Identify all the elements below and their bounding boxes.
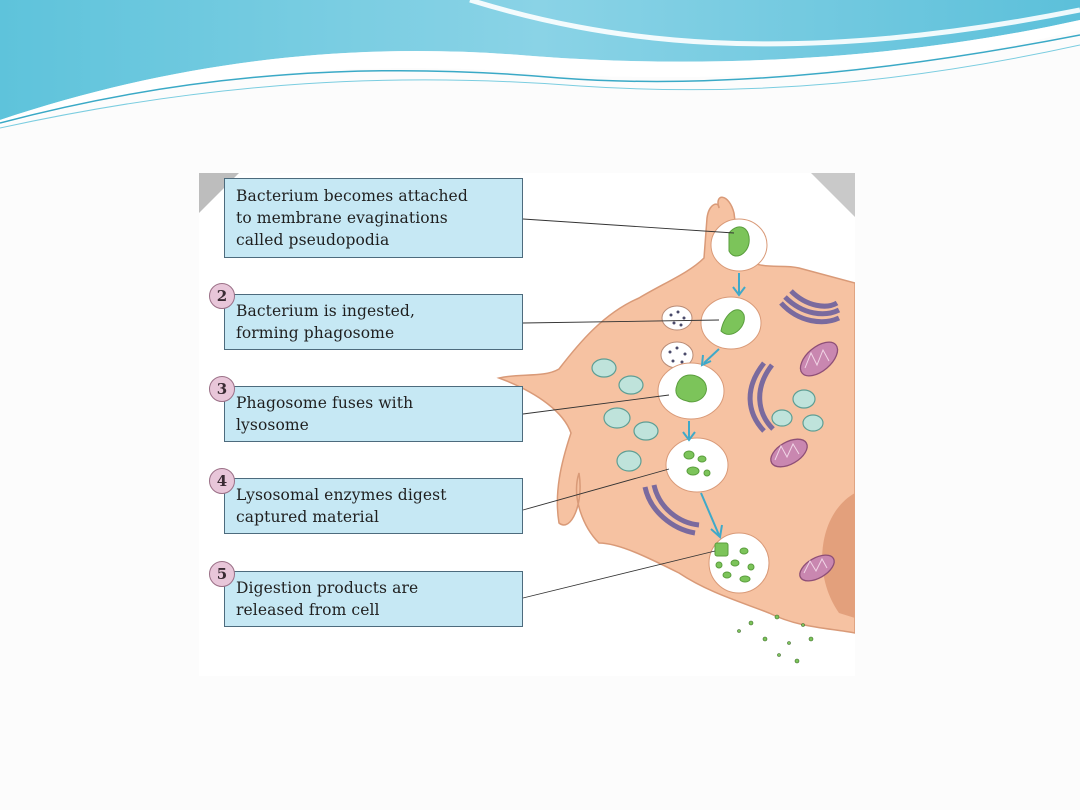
digested-fragments (683, 450, 711, 477)
bacterium-attached (728, 226, 750, 257)
step-3-badge: 3 (209, 376, 235, 402)
corner-fold-right (811, 173, 855, 217)
process-arrows (682, 273, 746, 539)
step-5-badge: 5 (209, 561, 235, 587)
cell-illustration (199, 173, 855, 664)
digestive-vacuole (665, 437, 729, 493)
released-products (714, 542, 755, 583)
phagocytosis-figure: Bacterium becomes attached to membrane e… (199, 173, 855, 676)
step-3-label: Phagosome fuses with lysosome (224, 386, 523, 442)
step-5-label: Digestion products are released from cel… (224, 571, 523, 627)
leader-lines (522, 218, 735, 599)
lysosome-dotted (661, 305, 693, 331)
bacterium-ingested (720, 309, 745, 335)
lysosomes (591, 358, 824, 472)
nucleus (822, 493, 855, 618)
lysosome-enzymes (669, 310, 686, 327)
golgi-apparatus (642, 289, 841, 536)
step-2-label: Bacterium is ingested, forming phagosome (224, 294, 523, 350)
extracellular-debris (737, 614, 814, 664)
step-4-label: Lysosomal enzymes digest captured materi… (224, 478, 523, 534)
bacterium-fused (675, 374, 707, 403)
step-2-badge: 2 (209, 283, 235, 309)
header-wave-banner (0, 0, 1080, 129)
step-1-label: Bacterium becomes attached to membrane e… (224, 178, 523, 258)
step-4-badge: 4 (209, 468, 235, 494)
